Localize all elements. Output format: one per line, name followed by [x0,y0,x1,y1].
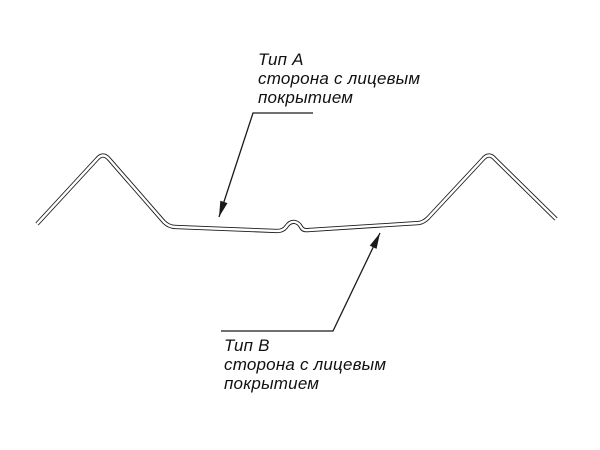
type-a-title: Тип А [258,50,304,69]
type-b-title: Тип В [224,336,270,355]
leader-line-type-a [218,112,313,218]
sheet-profile-outline [35,153,558,234]
callout-type-a: Тип А сторона с лицевым покрытием [258,50,420,107]
sheet-inner-gap [36,154,557,233]
leader-line-type-b [221,232,381,332]
type-a-line3: покрытием [258,88,354,107]
type-b-line2: сторона с лицевым [224,355,387,374]
type-b-line3: покрытием [224,374,320,393]
callout-type-b: Тип В сторона с лицевым покрытием [224,336,386,393]
type-a-line2: сторона с лицевым [258,69,421,88]
